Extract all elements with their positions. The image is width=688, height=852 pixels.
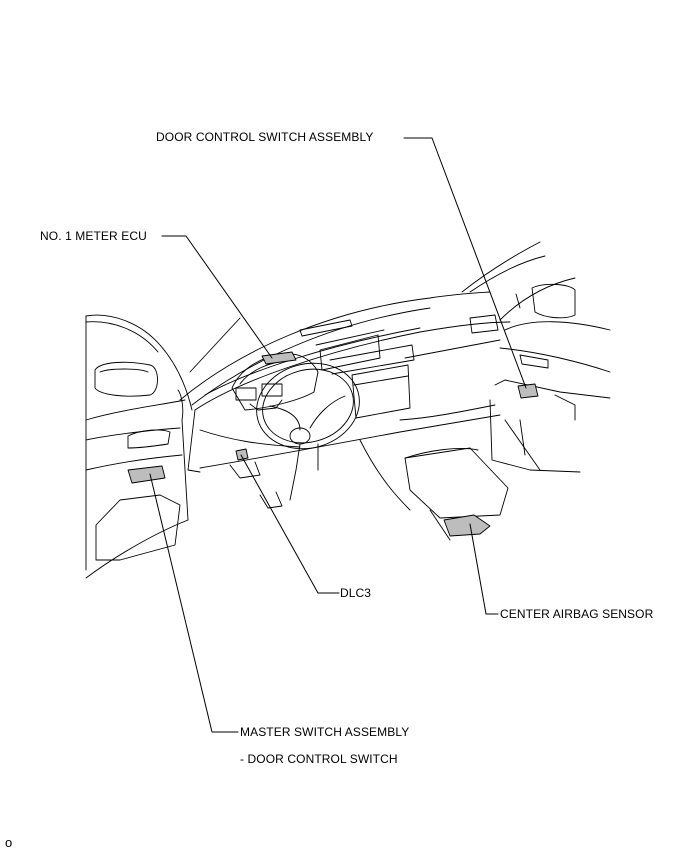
right-door [489,277,611,473]
components [127,351,539,537]
airbag-sensor-part [443,514,491,537]
airbag-sensor-label: CENTER AIRBAG SENSOR [500,607,654,621]
meter-ecu-part [261,351,297,365]
leader-lines [149,137,527,733]
leader-airbag-sensor [469,523,499,615]
windshield-frame [179,241,546,406]
dlc3-part [235,448,249,461]
dlc3-label: DLC3 [340,586,372,600]
leader-door-control-switch [403,137,527,389]
corner-mark: o [5,835,13,850]
left-door [85,314,193,579]
steering-wheel [256,362,360,501]
master-switch-label: MASTER SWITCH ASSEMBLY [240,725,410,739]
master-switch-part [127,465,166,484]
leader-dlc3 [240,454,340,594]
meter-ecu-label: NO. 1 METER ECU [40,229,147,243]
leader-master-switch [149,473,239,733]
leader-meter-ecu [161,235,273,359]
master-switch-sub-label: - DOOR CONTROL SWITCH [240,752,398,766]
door-control-switch-part [517,383,539,399]
door-control-switch-label: DOOR CONTROL SWITCH ASSEMBLY [156,130,374,144]
